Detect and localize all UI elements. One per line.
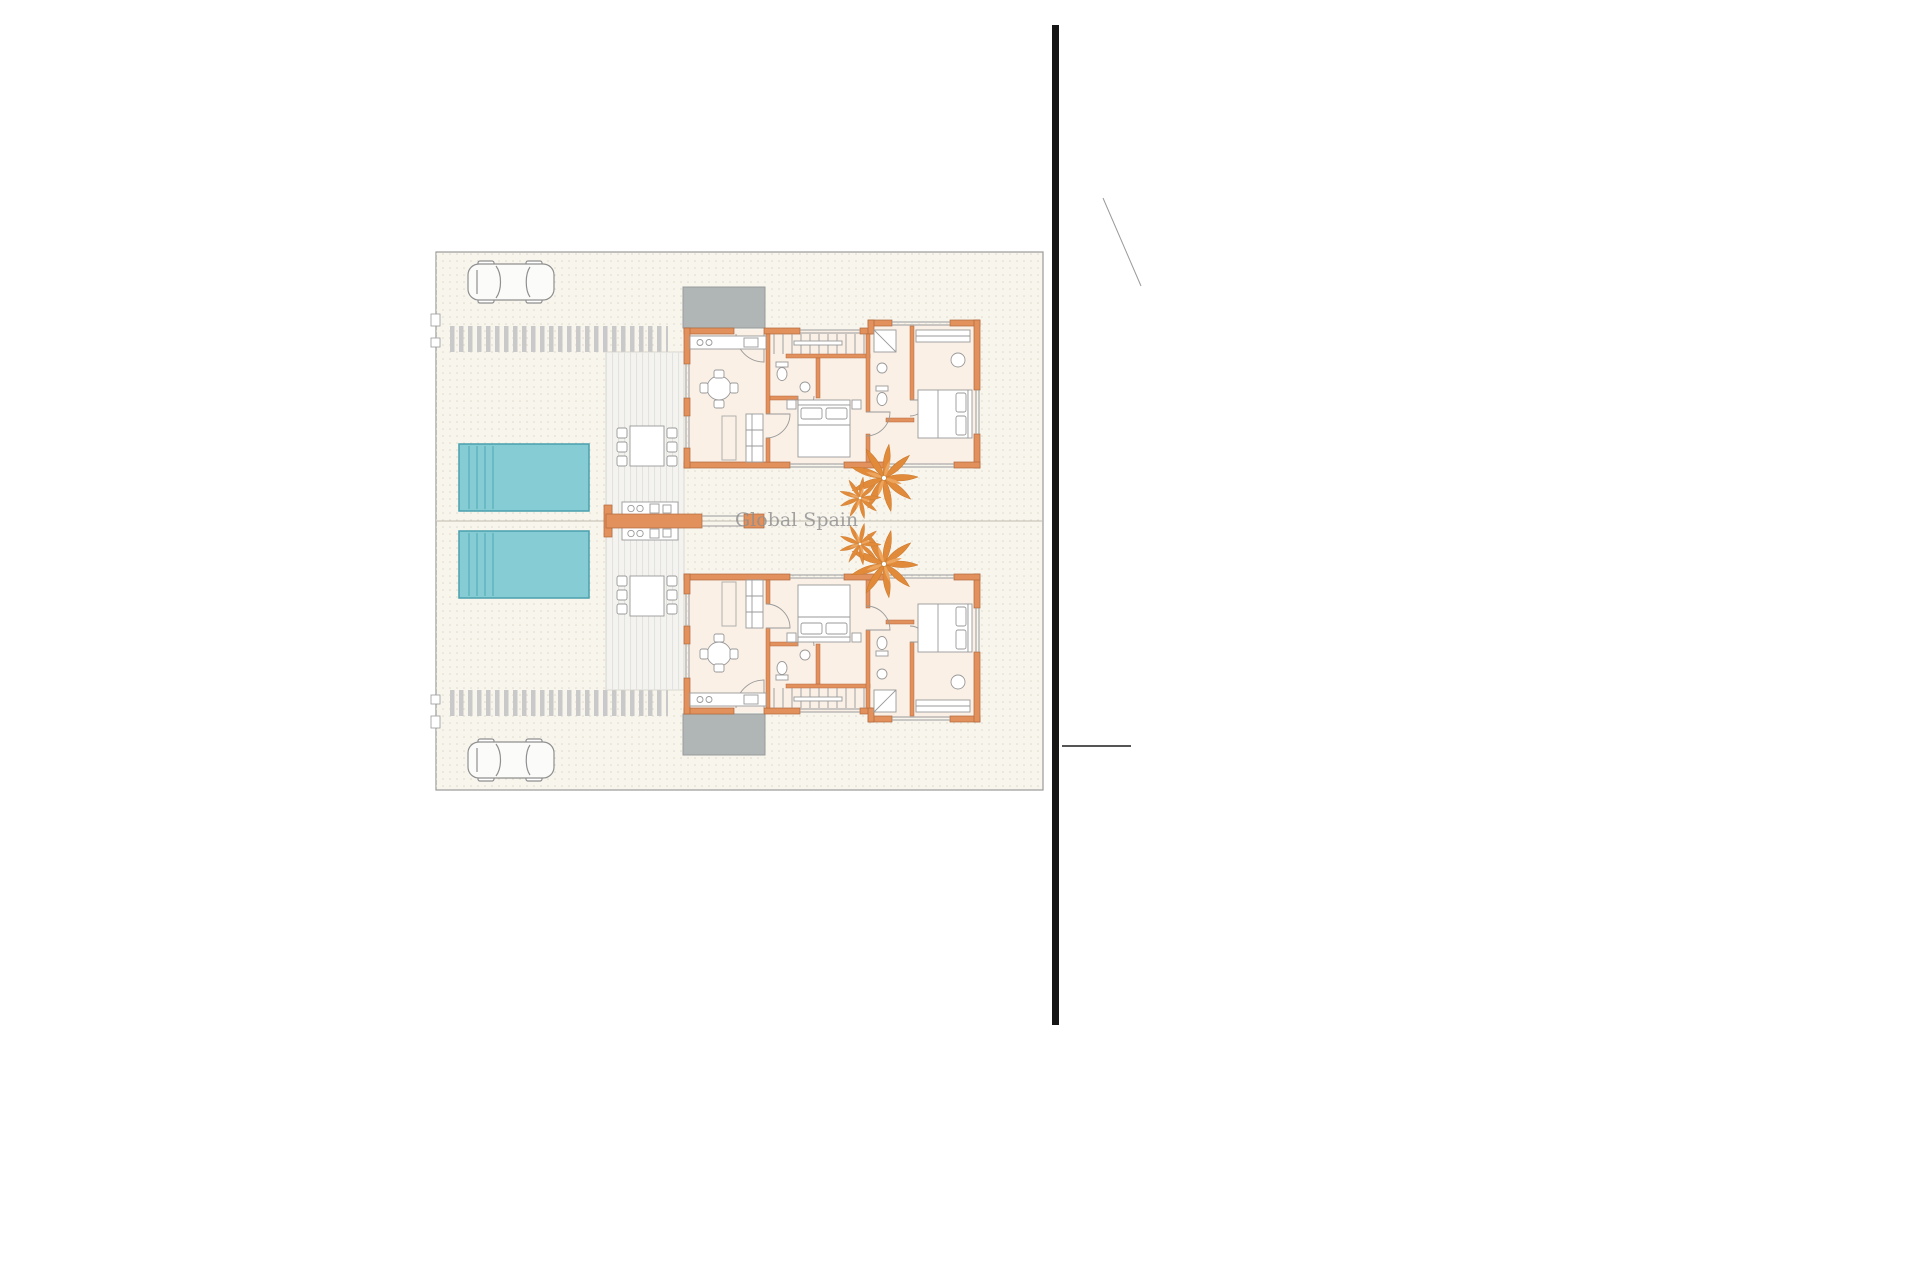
living-room: [689, 335, 767, 463]
dining-table: [706, 375, 732, 401]
swimming-pool: [458, 443, 590, 512]
villa-unit: [430, 260, 981, 522]
sofa: [745, 413, 764, 463]
diagonal-survey-line: [1102, 197, 1142, 287]
exterior-walls: [683, 319, 981, 469]
bathroom-fixtures: [873, 329, 897, 406]
driveway-stripes: [447, 326, 668, 352]
interior-walls: [765, 325, 915, 463]
parked-car: [467, 260, 555, 304]
party-wall: [603, 504, 765, 538]
road-boundary-line: [1052, 25, 1059, 1025]
gate-mark: [430, 313, 441, 327]
gate-mark: [430, 337, 441, 348]
outdoor-dining-set: [616, 425, 678, 467]
windows: [685, 321, 980, 468]
outdoor-kitchen: [621, 501, 679, 516]
watermark-text: Global Spain: [735, 509, 858, 531]
bed-double: [786, 399, 862, 458]
master-bedroom: [915, 329, 973, 439]
rug: [721, 415, 737, 461]
house: [683, 319, 981, 469]
bathroom-fixtures: [775, 361, 811, 393]
house-floor-upper: [870, 324, 976, 334]
staircase: [773, 334, 865, 354]
entrance-porch: [682, 286, 766, 329]
